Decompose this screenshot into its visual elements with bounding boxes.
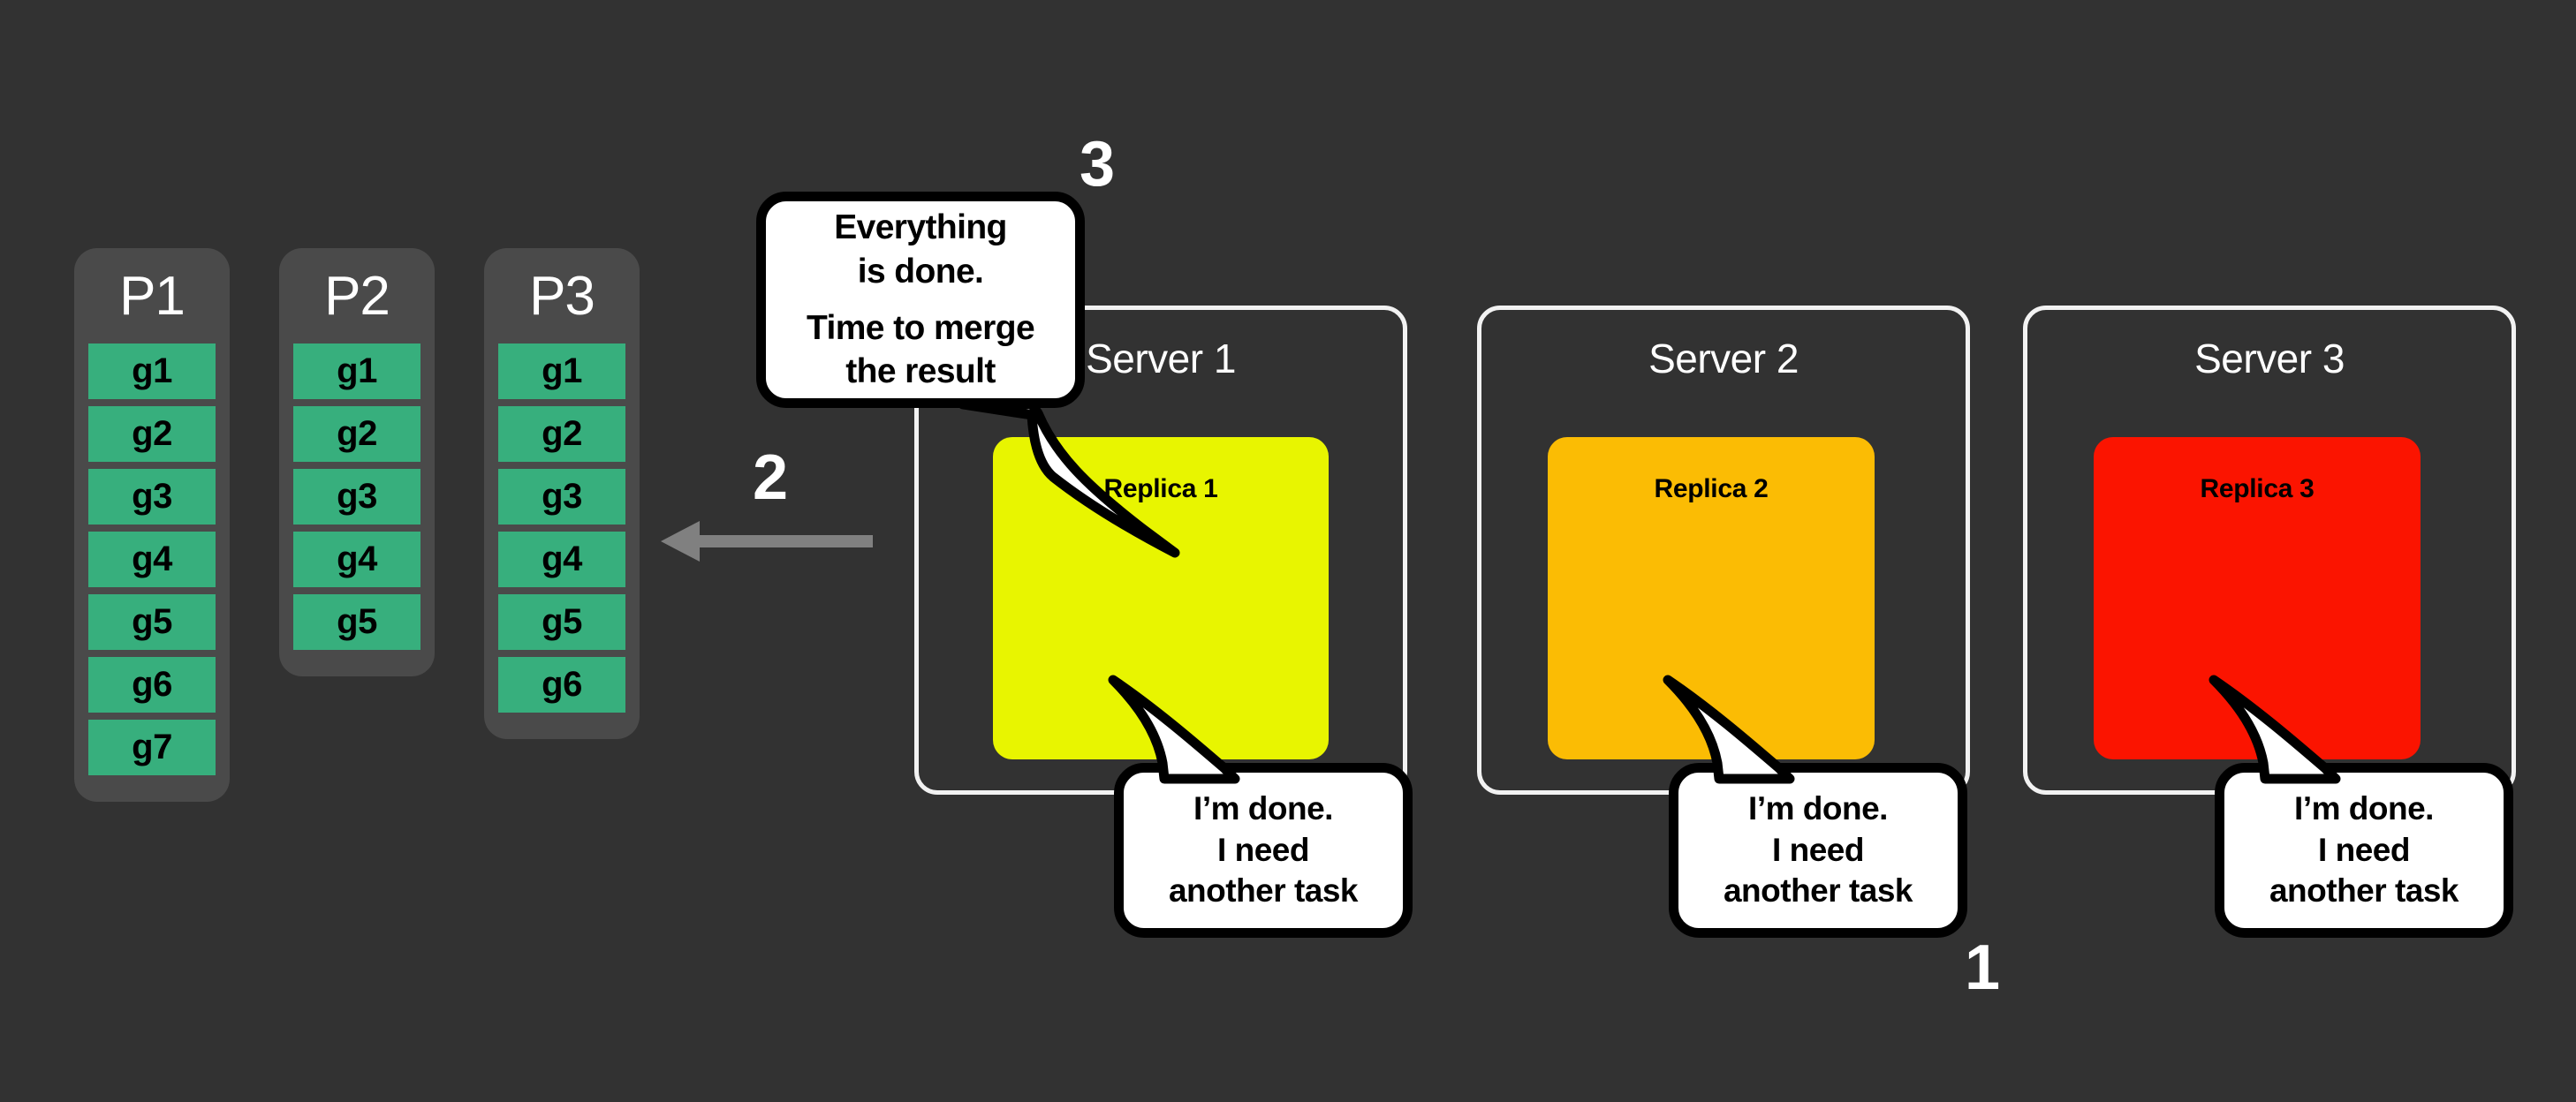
task-block: g3	[498, 468, 625, 525]
partition-column-p2: P2 g1 g2 g3 g4 g5	[279, 248, 435, 676]
task-block: g6	[88, 656, 216, 713]
bubble-line: I’m done.	[1748, 790, 1888, 827]
replica-label: Replica 1	[1103, 474, 1218, 503]
task-block: g5	[88, 593, 216, 650]
task-block: g4	[88, 531, 216, 587]
step-number-2: 2	[753, 442, 788, 513]
bubble-line: another task	[1168, 872, 1359, 910]
task-block-list: g1 g2 g3 g4 g5 g6	[498, 343, 625, 713]
partition-title: P3	[529, 266, 595, 327]
speech-bubble-done-1: I’m done. I need another task	[1114, 763, 1413, 938]
bubble-line: I’m done.	[2294, 790, 2434, 827]
task-block: g2	[498, 405, 625, 462]
replica-box-2: Replica 2	[1548, 437, 1875, 759]
task-block: g2	[293, 405, 420, 462]
task-block-list: g1 g2 g3 g4 g5	[293, 343, 420, 650]
server-label: Server 3	[2194, 336, 2345, 381]
bubble-line: Everything	[834, 208, 1007, 247]
partition-column-p1: P1 g1 g2 g3 g4 g5 g6 g7	[74, 248, 230, 802]
task-block: g7	[88, 719, 216, 775]
replica-label: Replica 2	[1654, 474, 1769, 503]
task-block: g1	[498, 343, 625, 399]
task-block: g1	[293, 343, 420, 399]
speech-bubble-merge: Everything is done. Time to merge the re…	[756, 192, 1085, 408]
partition-title: P1	[119, 266, 186, 327]
bubble-line: I need	[1772, 831, 1864, 868]
bubble-line: I need	[1217, 831, 1309, 868]
arrow-left-icon	[661, 521, 873, 562]
task-block: g4	[293, 531, 420, 587]
bubble-line: another task	[2269, 872, 2459, 910]
task-block: g5	[293, 593, 420, 650]
server-label: Server 1	[1086, 336, 1236, 381]
task-block: g3	[88, 468, 216, 525]
task-block: g6	[498, 656, 625, 713]
merge-arrow	[661, 519, 873, 563]
task-block: g2	[88, 405, 216, 462]
partition-column-p3: P3 g1 g2 g3 g4 g5 g6	[484, 248, 640, 739]
task-block: g1	[88, 343, 216, 399]
task-block: g5	[498, 593, 625, 650]
bubble-line: another task	[1723, 872, 1913, 910]
replica-box-1: Replica 1	[993, 437, 1329, 759]
partition-title: P2	[324, 266, 390, 327]
server-label: Server 2	[1648, 336, 1799, 381]
bubble-line: the result	[845, 352, 996, 391]
step-number-3: 3	[1080, 129, 1115, 200]
task-block: g4	[498, 531, 625, 587]
task-block: g3	[293, 468, 420, 525]
task-block-list: g1 g2 g3 g4 g5 g6 g7	[88, 343, 216, 775]
bubble-line: Time to merge	[806, 308, 1035, 347]
bubble-line: is done.	[857, 252, 984, 291]
step-number-1: 1	[1965, 932, 2000, 1003]
speech-bubble-done-2: I’m done. I need another task	[1669, 763, 1967, 938]
speech-bubble-done-3: I’m done. I need another task	[2215, 763, 2513, 938]
replica-label: Replica 3	[2200, 474, 2315, 503]
bubble-line: I need	[2318, 831, 2410, 868]
replica-box-3: Replica 3	[2094, 437, 2421, 759]
bubble-line: I’m done.	[1193, 790, 1333, 827]
